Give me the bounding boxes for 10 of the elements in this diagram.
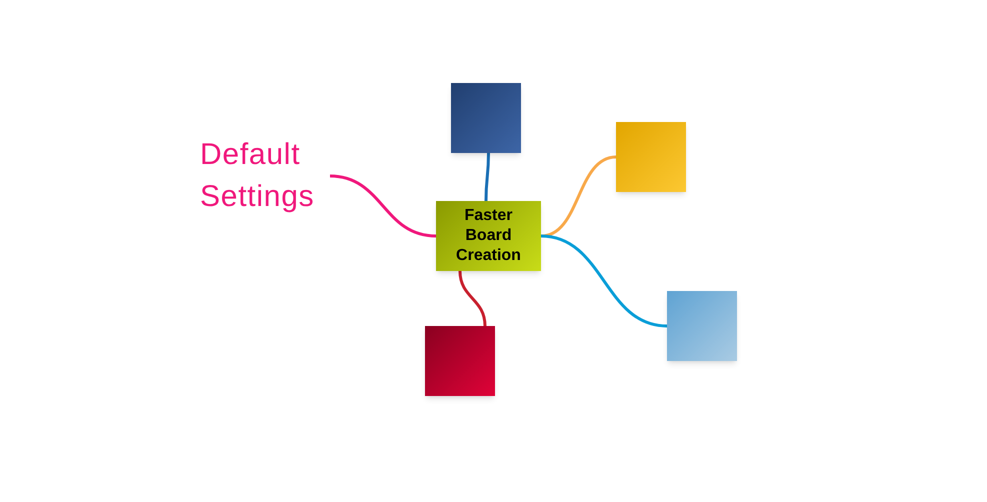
connector-line (484, 152, 490, 202)
connector-line (540, 234, 668, 328)
topic-box: Faster Board Creation (436, 201, 541, 271)
subtopic-box (667, 291, 737, 361)
subtopic-box (451, 83, 521, 153)
connector-line (458, 270, 486, 326)
topic-text: Default Settings (200, 132, 330, 220)
subtopic-box (616, 122, 686, 192)
connector-line (330, 174, 436, 238)
subtopic-box (425, 326, 495, 396)
